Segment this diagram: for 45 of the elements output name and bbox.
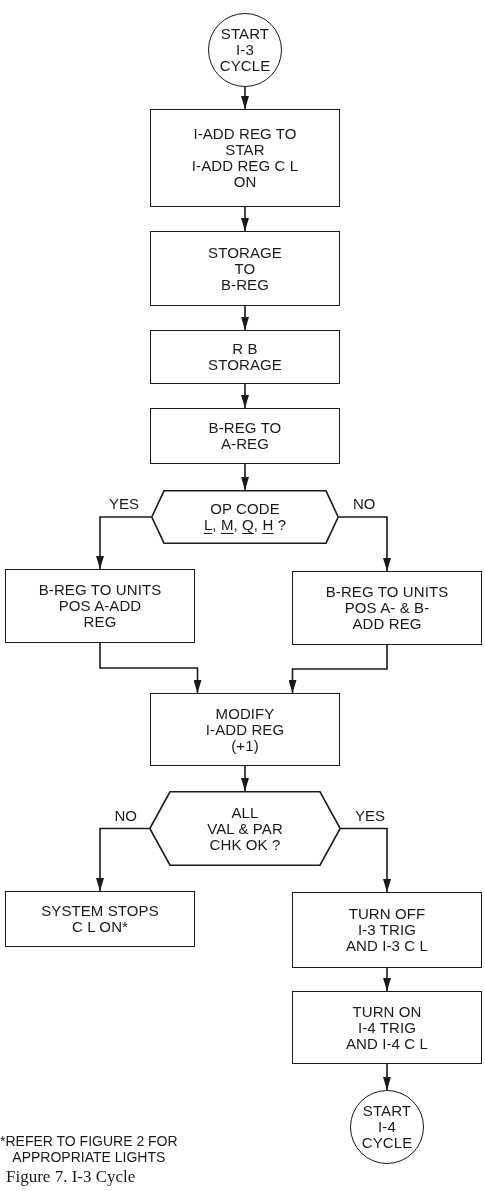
arrow [383, 967, 391, 992]
arrow [96, 516, 152, 570]
process-text: B-REG TO UNITS POS A- & B- ADD REG [325, 584, 449, 632]
process-text: I-ADD REG TO STAR [193, 126, 297, 158]
edge-label: NO [351, 496, 378, 512]
process-box [150, 408, 340, 464]
process-box [150, 109, 340, 207]
process-box [150, 330, 340, 384]
arrow [338, 516, 391, 572]
process-text: TURN OFF I-3 TRIG AND I-3 C L [346, 906, 428, 954]
process-text: TURN ON I-4 TRIG AND I-4 C L [346, 1003, 428, 1052]
decision-text: OP CODE L, M, Q, H ? [203, 501, 287, 533]
process-box [150, 231, 340, 306]
process-box [5, 891, 195, 947]
terminal-text: START I-4 CYCLE [361, 1103, 413, 1151]
arrow [241, 463, 249, 491]
decision-text: ALL VAL & PAR CHK OK ? [207, 804, 283, 853]
process-text: B-REG TO A-REG [208, 420, 282, 452]
arrow [340, 827, 391, 893]
process-box [5, 569, 195, 643]
arrow [241, 206, 249, 232]
decision-hexagon [151, 490, 339, 544]
process-text: B-REG TO UNITS POS A-ADD REG [38, 582, 162, 630]
process-box [292, 991, 482, 1064]
figure-caption: Figure 7. I-3 Cycle [6, 1167, 136, 1187]
process-box [292, 571, 482, 645]
arrow [96, 827, 150, 892]
decision-hexagon [149, 791, 341, 866]
arrow [383, 1063, 391, 1091]
process-text: I-ADD REG C L ON [191, 158, 299, 190]
process-box [292, 892, 482, 968]
terminal-text: START I-3 CYCLE [219, 26, 271, 74]
process-box [150, 693, 340, 766]
process-text: STORAGE TO B-REG [208, 244, 282, 293]
process-text: SYSTEM STOPS C L ON* [41, 903, 159, 935]
arrow [99, 642, 202, 694]
process-text: R B STORAGE [208, 341, 282, 373]
arrow [288, 644, 388, 694]
process-text: MODIFY I-ADD REG (+1) [205, 705, 285, 754]
footnote: *REFER TO FIGURE 2 FOR APPROPRIATE LIGHTS [0, 1133, 178, 1165]
arrow [241, 86, 249, 110]
arrow [241, 383, 249, 409]
arrow [241, 305, 249, 331]
arrow [241, 765, 249, 792]
edge-label: YES [107, 496, 141, 512]
